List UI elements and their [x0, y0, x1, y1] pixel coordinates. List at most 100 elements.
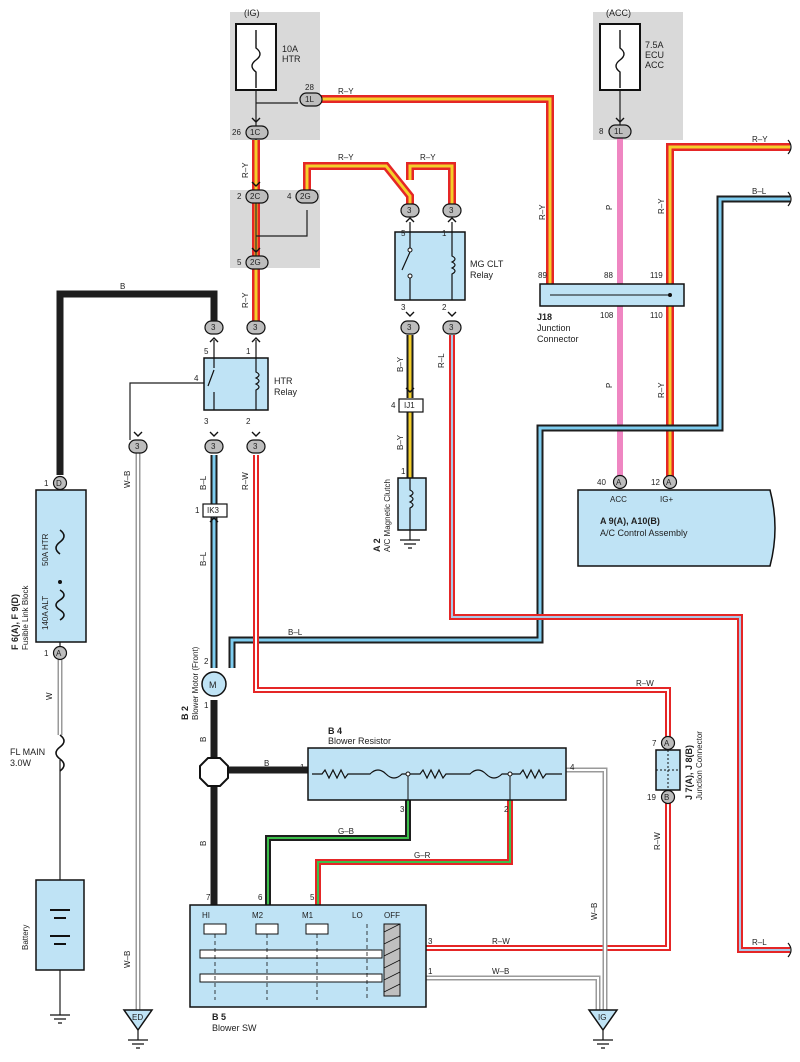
pin-8: 8: [599, 127, 604, 136]
pin-110: 110: [650, 311, 663, 320]
svg-text:G–B: G–B: [338, 827, 354, 836]
fusible-link-block: [35, 489, 87, 643]
svg-text:W–B: W–B: [590, 903, 599, 920]
svg-text:2G: 2G: [300, 192, 311, 201]
pin-4: 4: [287, 192, 292, 201]
ig-terminal-label: IG+: [660, 495, 673, 504]
svg-text:B–Y: B–Y: [396, 356, 405, 372]
pin-2: 2: [237, 192, 242, 201]
svg-text:W–B: W–B: [492, 967, 509, 976]
pin-12: 12: [651, 478, 660, 487]
svg-text:A: A: [664, 739, 670, 748]
svg-text:R–Y: R–Y: [338, 153, 354, 162]
battery: [35, 879, 85, 971]
svg-text:R–W: R–W: [636, 679, 654, 688]
pin-108: 108: [600, 311, 614, 320]
sw-lo: LO: [352, 911, 363, 920]
fl-main-label-1: FL MAIN: [10, 747, 45, 757]
connector-a-ig: A: [662, 474, 678, 490]
connector-a-j7: A: [660, 735, 676, 751]
connector-3-htr-top-2: 3: [246, 320, 266, 335]
b2-name: Blower Motor (Front): [191, 646, 200, 720]
pin-1: 1: [401, 467, 406, 476]
ecu-fuse-sub: ACC: [645, 60, 665, 70]
svg-text:R–Y: R–Y: [538, 204, 547, 220]
pin-19: 19: [647, 793, 656, 802]
svg-text:IJ1: IJ1: [404, 401, 415, 410]
fl-main-label-2: 3.0W: [10, 758, 32, 768]
pin-5: 5: [237, 258, 242, 267]
wire-labels-vertical: R–Y R–Y R–Y P R–Y P R–Y B–Y B–Y R–L B–L …: [45, 162, 666, 968]
svg-text:A: A: [666, 478, 672, 487]
acc-header: (ACC): [606, 8, 631, 18]
fl-50a-htr: 50A HTR: [41, 533, 50, 566]
htr-relay: [203, 357, 269, 411]
pin-88: 88: [604, 271, 613, 280]
pin-1: 1: [204, 701, 209, 710]
svg-text:3: 3: [211, 323, 216, 332]
pin-3: 3: [400, 805, 405, 814]
ecu-fuse-name: ECU: [645, 50, 664, 60]
wire-wb: [135, 450, 608, 1010]
wire-continuation-icons: [787, 139, 792, 958]
svg-text:R–W: R–W: [241, 472, 250, 490]
pin-119: 119: [650, 271, 663, 280]
pin-1: 1: [246, 347, 251, 356]
connector-ij1: IJ1: [398, 398, 424, 413]
connector-a-fl: A: [52, 645, 68, 661]
b5-name: Blower SW: [212, 1023, 257, 1033]
connector-1l-a: 1L: [299, 92, 323, 107]
sw-off: OFF: [384, 911, 400, 920]
ground-ed: ED: [122, 1009, 154, 1049]
htr-relay-label-1: HTR: [274, 376, 293, 386]
fuse-element-icon: [55, 529, 65, 555]
svg-text:B–L: B–L: [199, 551, 208, 566]
svg-text:1L: 1L: [614, 127, 623, 136]
mg-clt-relay: [394, 231, 466, 301]
ground-ig: IG: [587, 1009, 619, 1049]
ig-header: (IG): [244, 8, 260, 18]
svg-text:B–L: B–L: [288, 628, 303, 637]
j18-label-1: Junction: [537, 323, 571, 333]
svg-text:IG: IG: [598, 1013, 606, 1022]
clutch-coil-icon: [408, 478, 414, 540]
connector-2c: 2C: [245, 189, 269, 204]
svg-text:B: B: [264, 759, 269, 768]
connector-3-ground: 3: [128, 439, 148, 454]
svg-text:B: B: [199, 841, 208, 846]
connector-3-mg-top: 3: [400, 203, 420, 218]
ecu-fuse-amp: 7.5A: [645, 40, 664, 50]
a2-id: A 2: [372, 538, 382, 552]
svg-text:W–B: W–B: [123, 951, 132, 968]
connectors: 1L 28 1C 26 2C 2 2G 4 2G 5 1L 8: [44, 83, 678, 805]
pin-5: 5: [310, 893, 315, 902]
svg-text:R–W: R–W: [492, 937, 510, 946]
connector-b-j8: B: [660, 789, 676, 805]
svg-text:B: B: [199, 737, 208, 742]
pin-1: 1: [195, 506, 200, 515]
connector-ik3: IK3: [202, 503, 228, 518]
wire-labels: R–Y R–Y R–Y R–Y B–L B B–L R–W B G–B G–R …: [120, 87, 768, 976]
fuse-element-icon: [251, 30, 261, 88]
svg-text:2G: 2G: [250, 258, 261, 267]
svg-text:3: 3: [211, 442, 216, 451]
svg-text:ED: ED: [132, 1013, 143, 1022]
pin-4: 4: [194, 374, 199, 383]
svg-text:R–Y: R–Y: [657, 198, 666, 214]
svg-text:A: A: [56, 649, 62, 658]
b4-name: Blower Resistor: [328, 736, 391, 746]
ground-icon: [400, 539, 420, 549]
svg-text:R–W: R–W: [653, 832, 662, 850]
fuse-element-icon: [55, 589, 65, 621]
connector-3-htr-top: 3: [204, 320, 224, 335]
wire-rw: [253, 455, 671, 951]
connector-d: D: [52, 475, 68, 491]
sw-m2: M2: [252, 911, 264, 920]
connector-3-mg-bottom: 3: [400, 320, 420, 335]
svg-text:R–Y: R–Y: [241, 292, 250, 308]
pin-4: 4: [570, 763, 575, 772]
svg-text:3: 3: [407, 206, 412, 215]
fl-main-fuse-icon: [55, 734, 65, 772]
sw-m1: M1: [302, 911, 314, 920]
svg-text:3: 3: [253, 442, 258, 451]
